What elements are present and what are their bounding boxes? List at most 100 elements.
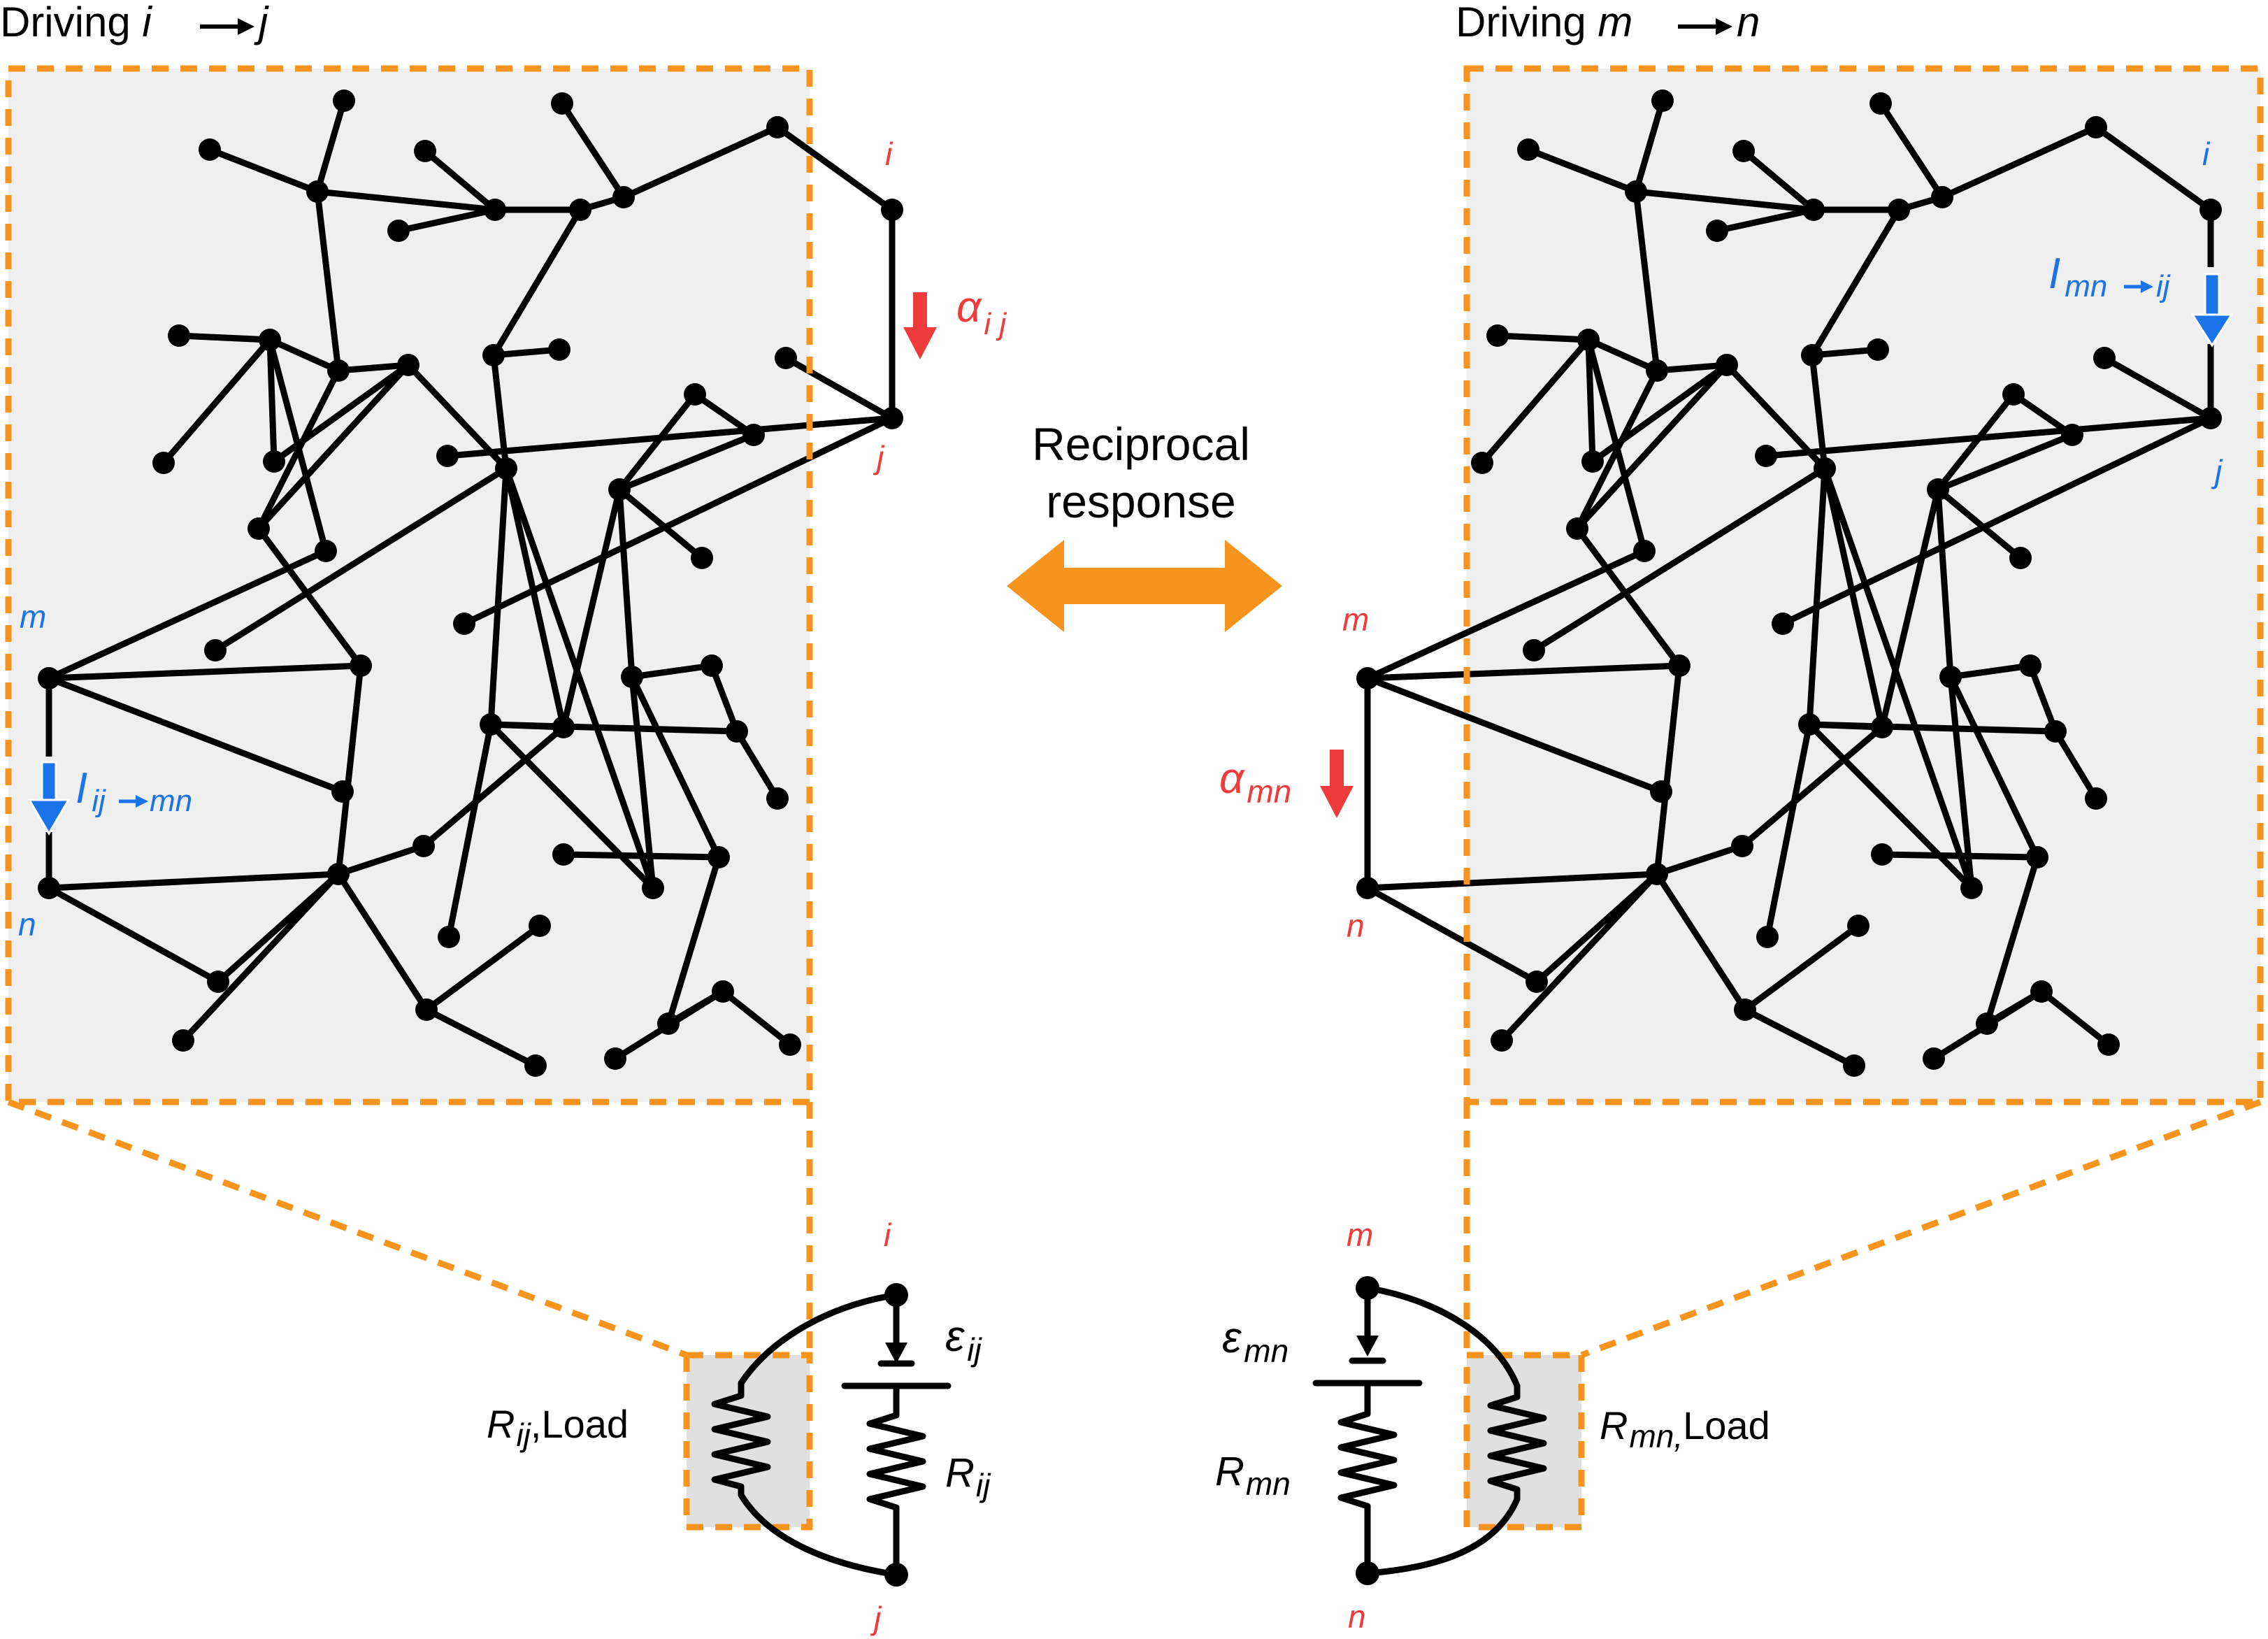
right-circuit-node-m: [1356, 1276, 1379, 1300]
left-network-node: [199, 138, 221, 161]
left-circuit: i j εij Rij Rij,Load: [487, 1217, 991, 1636]
left-network-edge: [335, 362, 412, 374]
right-network-edge: [1479, 336, 1592, 466]
right-zoom-line-diagonal: [1580, 1098, 2262, 1359]
right-network-edge: [1806, 465, 1828, 728]
right-network-node: [1625, 180, 1647, 203]
left-network-edge: [180, 871, 342, 1044]
right-network-node: [2085, 116, 2107, 138]
left-network-node: [775, 347, 797, 369]
right-resistance-label: Rmn: [1215, 1449, 1291, 1502]
right-load-label: Rmn,Load: [1600, 1403, 1770, 1454]
left-alpha-label: αi j: [956, 283, 1007, 341]
left-node-n-label: n: [18, 906, 36, 943]
right-network-edge: [1364, 871, 1660, 892]
right-network-edge: [1935, 391, 2017, 493]
left-network-node: [742, 424, 765, 446]
right-network-node: [2009, 547, 2032, 569]
right-network-node: [1801, 344, 1823, 366]
left-network-node: [766, 787, 789, 810]
left-network-node: [350, 654, 372, 677]
right-network-node: [1646, 863, 1668, 885]
left-circuit-node-j: [884, 1563, 908, 1587]
left-network-edge: [160, 336, 273, 466]
left-network-node: [701, 654, 723, 677]
right-network-edge: [1585, 336, 1648, 554]
left-alpha-arrow-shaft: [913, 292, 927, 331]
left-network-edge: [629, 662, 715, 680]
left-network-node: [726, 720, 748, 743]
right-network-node: [1931, 186, 1953, 208]
right-network-node: [1814, 457, 1836, 480]
left-network-edge: [314, 97, 347, 195]
right-load-resistor: [1487, 1382, 1547, 1503]
left-network-edge: [423, 1006, 539, 1069]
left-network-edge: [629, 673, 656, 892]
right-circuit-top-arc: [1364, 1284, 1521, 1389]
right-network-edge: [1935, 486, 2024, 561]
left-network-node: [708, 846, 730, 868]
left-network-edge: [719, 988, 794, 1048]
right-network-edge: [1585, 336, 1596, 465]
right-network-edge: [1809, 352, 1828, 472]
right-network-edge: [1806, 721, 1975, 892]
right-network-edge: [1653, 362, 1730, 374]
left-circuit-bottom-arc: [738, 1491, 900, 1578]
left-network-edge: [444, 415, 896, 459]
left-node-j-label: j: [873, 439, 885, 475]
right-network-node: [1566, 517, 1588, 540]
right-network-node: [1869, 92, 1892, 115]
right-network-node: [1650, 780, 1672, 803]
left-network-node: [453, 613, 475, 635]
right-network-edge: [1533, 871, 1660, 985]
left-node-i-label: i: [885, 136, 893, 172]
right-alpha-label: αmn: [1219, 754, 1291, 810]
right-current-sub-arrowhead: [2141, 280, 2153, 293]
left-network-edge: [616, 486, 705, 561]
left-network: [38, 90, 903, 1077]
right-network-edge: [2038, 988, 2112, 1048]
left-network-node: [766, 116, 789, 138]
right-current-arrowhead: [2190, 313, 2234, 348]
right-network-edge: [1983, 854, 2041, 1027]
left-network-edge: [405, 362, 510, 472]
right-network-node: [2019, 654, 2041, 677]
right-network-node: [2085, 787, 2107, 810]
right-network-edge: [1364, 547, 1648, 682]
left-current-sub-arrowhead: [136, 795, 148, 808]
left-network-edge: [616, 391, 698, 493]
left-network-edge: [629, 673, 722, 861]
left-network-node: [327, 359, 350, 382]
right-network-edge: [1530, 465, 1828, 654]
left-network-node: [552, 716, 575, 738]
right-node-m-label: m: [1342, 601, 1369, 638]
left-network-node: [306, 180, 329, 203]
left-network-node: [414, 140, 436, 162]
right-network-edge: [2010, 391, 2076, 438]
left-current-arrowhead: [27, 799, 71, 836]
right-network-edge: [1821, 465, 1886, 731]
left-load-resistor: [711, 1380, 771, 1498]
right-current-arrow-shaft: [2204, 273, 2220, 320]
left-network-edge: [206, 146, 321, 195]
left-network-edge: [487, 721, 656, 892]
right-network-edge: [1714, 206, 1817, 234]
left-network-edge: [733, 728, 781, 802]
left-network-node: [712, 980, 734, 1003]
right-network-edge: [1364, 885, 1540, 985]
left-network-edge: [175, 332, 273, 343]
left-circuit-top-arc: [738, 1291, 900, 1387]
left-network-node: [333, 90, 355, 112]
right-network-edge: [1653, 871, 1749, 1013]
right-network-node: [2002, 383, 2025, 406]
left-network-edge: [616, 431, 757, 493]
left-network-edge: [395, 206, 498, 234]
right-circuit-node-n: [1356, 1561, 1379, 1585]
right-network-edge: [1742, 1006, 1858, 1069]
left-network-edge: [266, 336, 329, 554]
right-network-edge: [1739, 724, 1886, 850]
right-network-node: [1847, 915, 1869, 937]
left-network-node: [484, 199, 506, 221]
left-network-edge: [266, 336, 342, 374]
left-network-node: [604, 1047, 626, 1070]
